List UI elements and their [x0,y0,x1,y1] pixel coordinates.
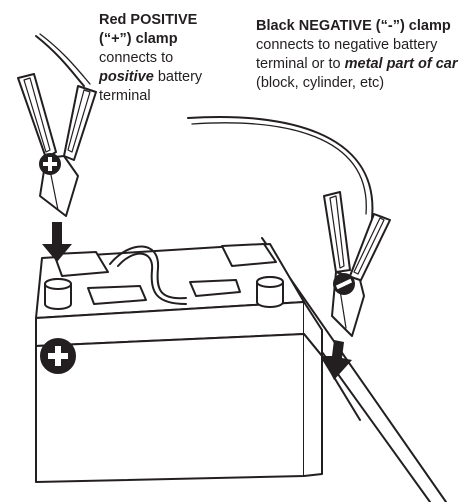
positive-label-text: battery [153,69,203,85]
negative-label-title: Black NEGATIVE (“-”) clamp [256,18,451,34]
negative-label-emphasis: metal part of car [344,56,458,72]
down-arrow-icon [42,222,72,262]
positive-label-emphasis: positive [99,69,154,85]
negative-cable [187,115,374,219]
plus-icon [39,153,61,175]
positive-cable-inner [39,33,91,85]
battery [35,243,323,483]
positive-clamp [17,73,97,217]
minus-icon [333,273,355,295]
positive-cable [35,35,85,87]
positive-clamp-label: Red POSITIVE (“+”) clamp connects to pos… [99,11,249,106]
positive-label-title: Red POSITIVE [99,12,198,28]
negative-clamp-label: Black NEGATIVE (“-”) clamp connects to n… [256,17,471,93]
positive-label-subtitle: (“+”) clamp [99,31,178,47]
positive-label-text: connects to [99,50,174,66]
positive-label-text: terminal [99,88,151,104]
positive-terminal [44,278,72,310]
plus-in-circle-icon [40,338,76,374]
negative-label-text: (block, cylinder, etc) [256,75,385,91]
down-arrow-icon [322,340,352,380]
negative-cable-inner [191,122,367,215]
negative-terminal [256,276,284,308]
negative-label-text: connects to negative battery [256,37,438,53]
negative-clamp [323,191,391,337]
negative-label-text: terminal or to [256,56,345,72]
